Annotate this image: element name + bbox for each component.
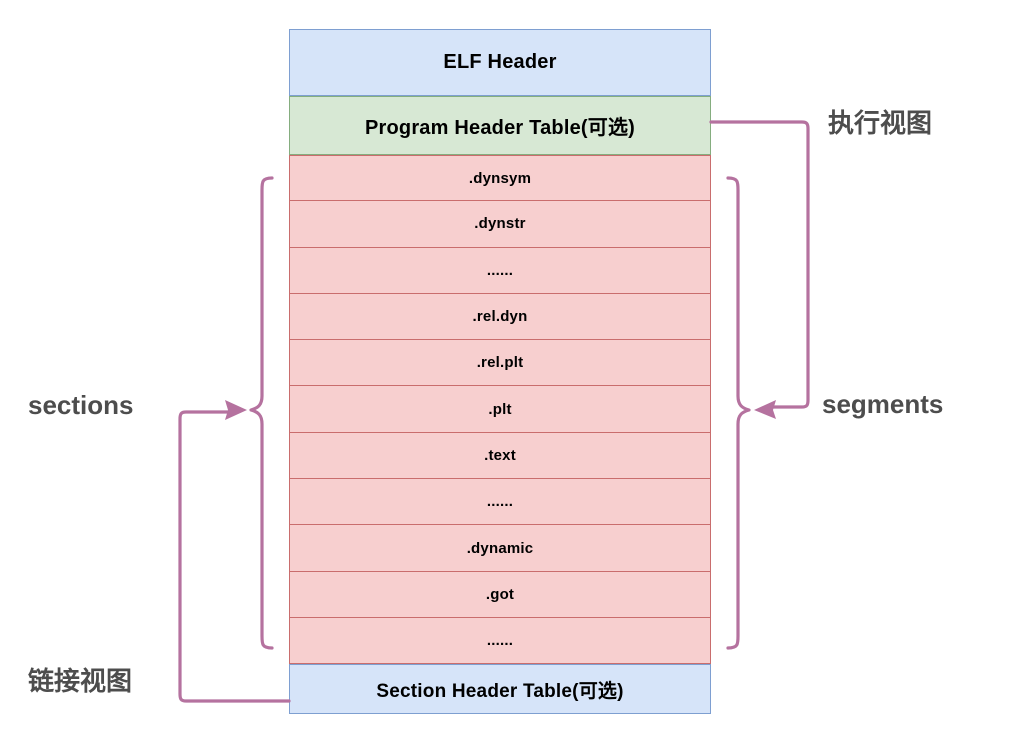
execution-view-connector [709, 120, 810, 409]
section-row: .rel.dyn [289, 293, 711, 341]
linking-view-connector [178, 410, 291, 703]
section-row: .dynstr [289, 201, 711, 248]
section-row: .dynamic [289, 525, 711, 572]
section-row: ...... [289, 247, 711, 294]
execution-view-arrowhead [754, 400, 776, 419]
segments-label: segments [822, 389, 944, 419]
sections-brace [249, 176, 274, 650]
section-header-table-block: Section Header Table(可选) [289, 664, 711, 715]
segments-brace [726, 176, 751, 650]
program-header-table-block: Program Header Table(可选) [289, 96, 711, 155]
elf-header-block: ELF Header [289, 29, 711, 96]
section-row: ...... [289, 479, 711, 526]
section-row: .rel.plt [289, 340, 711, 387]
linking-view-arrowhead [225, 400, 247, 420]
section-row: .text [289, 432, 711, 480]
section-row: .plt [289, 386, 711, 433]
elf-file-layout-column: ELF Header Program Header Table(可选) .dyn… [289, 29, 711, 727]
section-row: .dynsym [289, 155, 711, 202]
execution-view-label: 执行视图 [828, 108, 933, 138]
sections-label: sections [28, 390, 134, 420]
section-row: ...... [289, 617, 711, 665]
section-row: .got [289, 571, 711, 618]
linking-view-label: 链接视图 [28, 666, 133, 696]
